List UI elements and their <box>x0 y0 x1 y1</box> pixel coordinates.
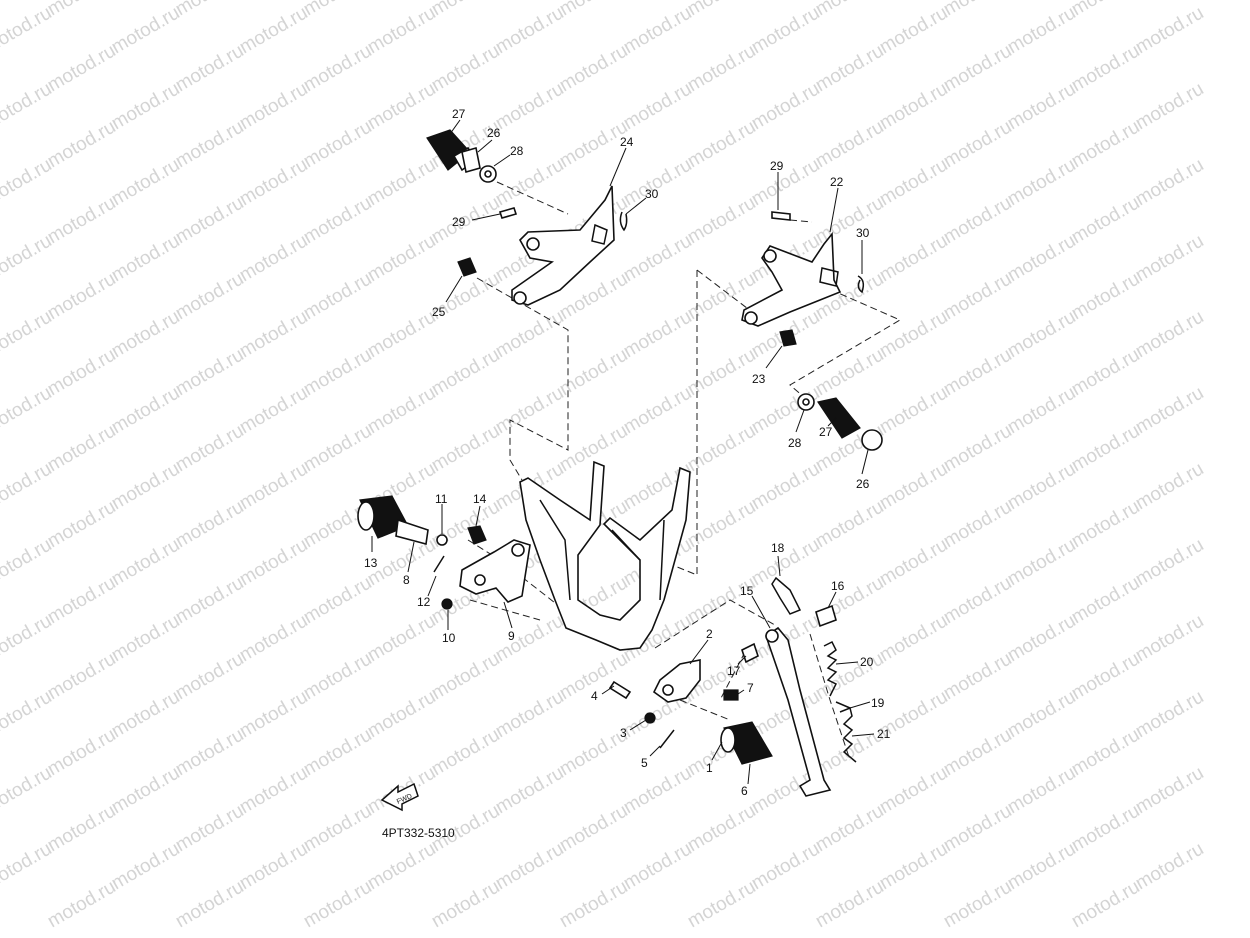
pin-11 <box>436 534 448 546</box>
footrest-shaft-8 <box>395 518 429 546</box>
footrest-bracket-2 <box>652 659 701 703</box>
callout-25: 25 <box>432 305 446 319</box>
leader-lines <box>371 119 875 785</box>
bolt-23 <box>779 329 797 347</box>
callout-26: 26 <box>487 126 501 140</box>
pin-12 <box>433 555 445 573</box>
callout-11: 11 <box>435 492 448 506</box>
pivot-pin-26-upper <box>461 146 481 174</box>
callout-20: 20 <box>860 655 874 669</box>
washer-28-upper <box>479 165 497 183</box>
frame-section <box>519 460 691 651</box>
footrest-bracket-9 <box>459 539 531 603</box>
front-footrest-peg-right <box>720 721 773 765</box>
cotter-pin-30-right <box>857 275 865 294</box>
right-footrest-bracket <box>741 231 842 327</box>
callout-3: 3 <box>620 726 627 740</box>
callout-10: 10 <box>442 631 456 645</box>
bolt-16 <box>815 604 837 628</box>
diagram-reference-code: 4PT332-5310 <box>382 826 455 840</box>
rear-footrest-peg-right <box>817 397 883 451</box>
callout-23: 23 <box>752 372 766 386</box>
callout-6: 6 <box>741 784 748 798</box>
callout-22: 22 <box>830 175 844 189</box>
cotter-pin-30-left <box>619 211 628 232</box>
front-footrest-peg-left <box>357 495 409 539</box>
callout-9: 9 <box>508 629 515 643</box>
callout-29: 29 <box>452 215 466 229</box>
callout-15: 15 <box>740 584 754 598</box>
callout-8: 8 <box>403 573 410 587</box>
spring-20 <box>823 640 838 697</box>
bolt-4 <box>608 680 632 700</box>
callout-29-right: 29 <box>770 159 784 173</box>
callout-2: 2 <box>706 627 713 641</box>
callout-27: 27 <box>452 107 466 121</box>
callout-4: 4 <box>591 689 598 703</box>
nut-10 <box>441 598 453 610</box>
bolt-17 <box>741 642 759 664</box>
callout-30: 30 <box>645 187 659 201</box>
callout-18: 18 <box>771 541 785 555</box>
callout-28: 28 <box>510 144 524 158</box>
callout-19: 19 <box>871 696 885 710</box>
callout-labels: 27 26 28 24 30 29 25 29 22 30 23 28 27 2… <box>364 107 891 798</box>
callout-1: 1 <box>706 761 713 775</box>
nut-3 <box>644 712 656 724</box>
callout-26-lower: 26 <box>856 477 870 491</box>
bolt-29-left <box>498 207 518 219</box>
sidestand-15 <box>765 626 832 797</box>
callout-17: 17 <box>727 664 741 678</box>
spring-21 <box>839 706 857 763</box>
callout-7: 7 <box>747 681 754 695</box>
callout-28-lower: 28 <box>788 436 802 450</box>
callout-14: 14 <box>473 492 487 506</box>
pin-5 <box>659 729 675 749</box>
callout-5: 5 <box>641 756 648 770</box>
callout-30-right: 30 <box>856 226 870 240</box>
bolt-7 <box>723 689 739 701</box>
left-footrest-bracket <box>511 185 615 306</box>
pin-19 <box>835 701 851 709</box>
callout-21: 21 <box>877 727 891 741</box>
bolt-14 <box>467 525 487 545</box>
callout-27-lower: 27 <box>819 425 833 439</box>
callout-24: 24 <box>620 135 634 149</box>
bolt-29-right <box>771 211 791 221</box>
callout-13: 13 <box>364 556 378 570</box>
sidestand-switch-18 <box>771 576 802 615</box>
forward-direction-arrow: FWD <box>380 782 419 812</box>
bolt-25 <box>457 257 477 277</box>
washer-28-lower <box>797 393 815 411</box>
callout-12: 12 <box>417 595 431 609</box>
callout-16: 16 <box>831 579 845 593</box>
